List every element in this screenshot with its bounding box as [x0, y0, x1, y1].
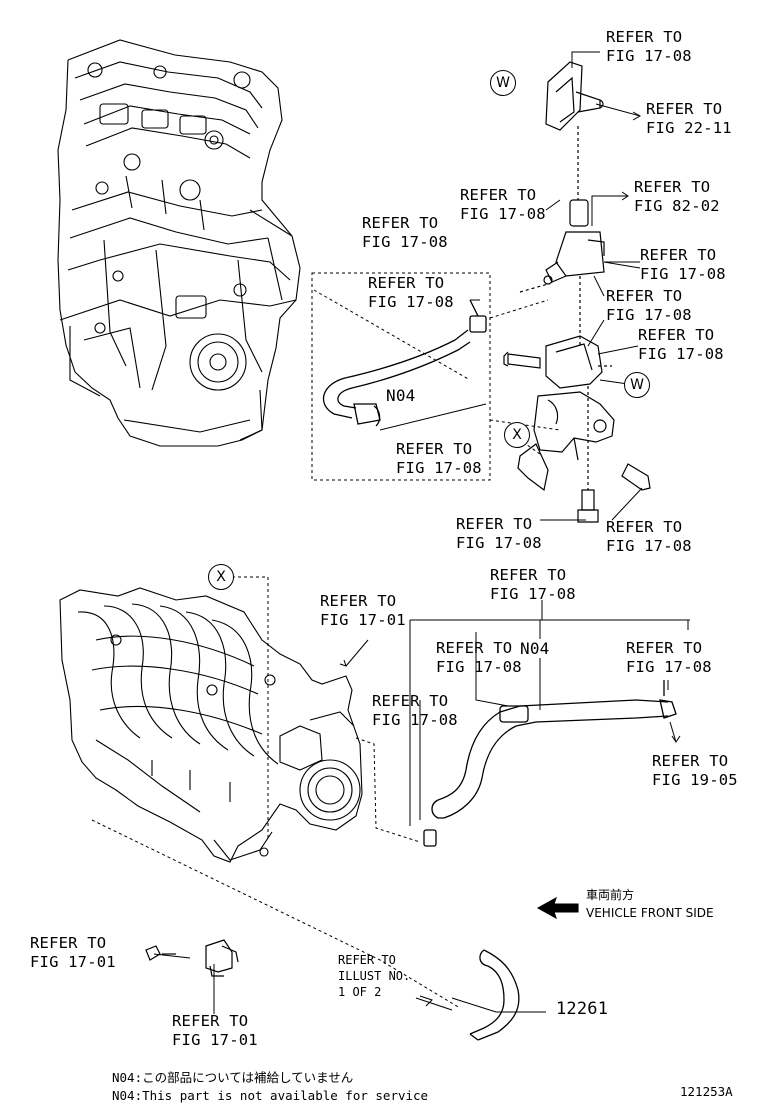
part-label-n04-lower: N04 [520, 639, 550, 658]
direction-label-jp: 車両前方 [586, 888, 635, 902]
hose-n04-upper [322, 299, 487, 427]
diagram-id: 121253A [680, 1084, 733, 1099]
leader-lines-upper [379, 51, 643, 521]
engine-block-illustration [57, 39, 301, 447]
hose-detail-box [311, 272, 561, 481]
part-label-12261: 12261 [556, 999, 609, 1019]
leader-lines-lower [153, 600, 690, 1014]
part-label-n04-upper: N04 [386, 386, 416, 405]
direction-label-en: VEHICLE FRONT SIDE [586, 906, 714, 920]
intake-manifold-illustration [59, 587, 363, 863]
vsv-assembly [503, 61, 651, 523]
marker-x-manifold: X [208, 564, 234, 590]
hose-assembly-lower [423, 680, 677, 1041]
marker-x-bracket: X [504, 422, 530, 448]
vehicle-front-arrow [536, 896, 579, 920]
sensor-lower-left [145, 939, 239, 977]
marker-w-top: W [490, 70, 516, 96]
note-en: N04:This part is not available for servi… [112, 1088, 429, 1103]
note-jp: N04:この部品については補給していません [112, 1070, 354, 1085]
manifold-dashed-lines [91, 576, 461, 1009]
marker-w-bracket: W [624, 372, 650, 398]
